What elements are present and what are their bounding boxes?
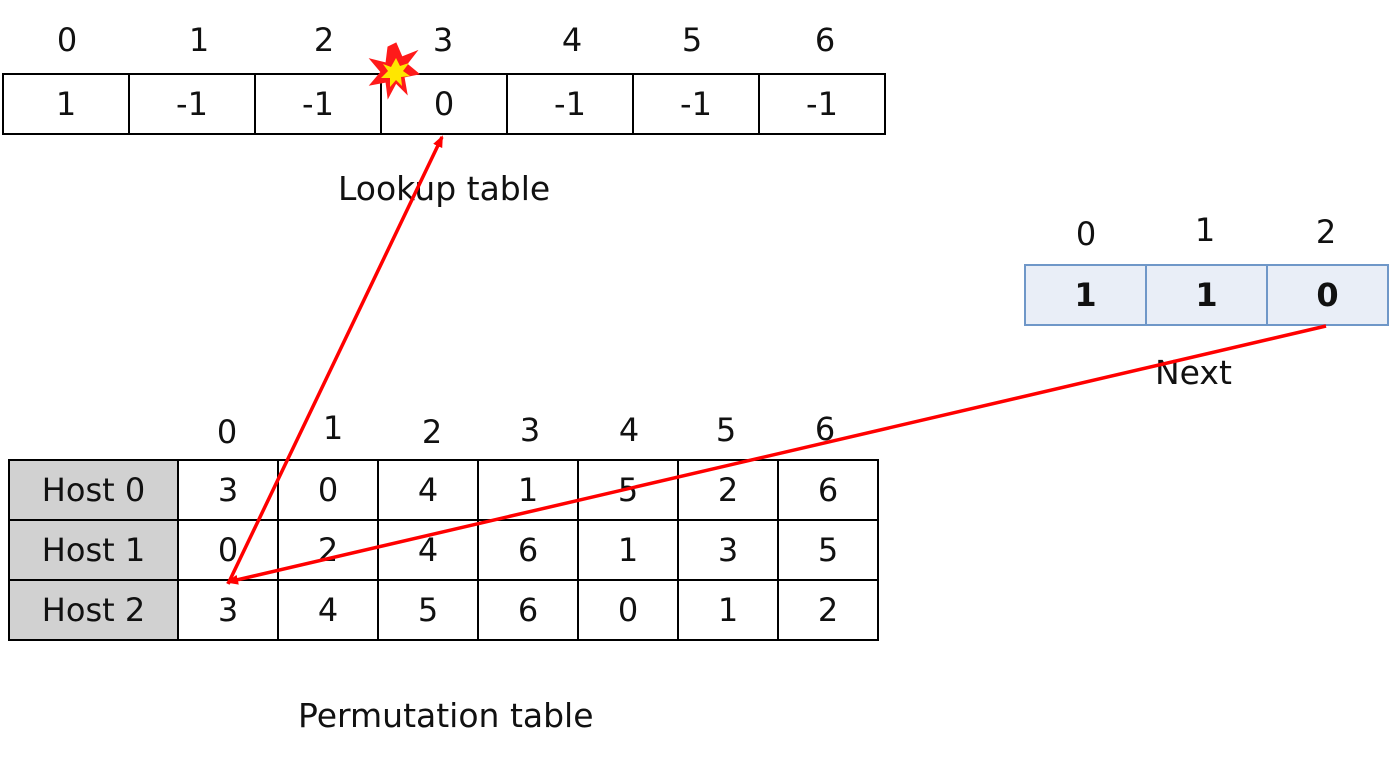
next-index: 1	[1194, 211, 1216, 249]
permutation-row: Host 1 0 2 4 6 1 3 5	[8, 519, 879, 581]
host-label: Host 2	[8, 579, 179, 641]
next-index: 0	[1075, 215, 1097, 253]
lookup-table-caption: Lookup table	[338, 169, 551, 208]
permutation-cell: 6	[777, 459, 879, 521]
arrow-permutation-to-lookup	[226, 135, 444, 585]
permutation-cell: 4	[377, 519, 479, 581]
next-row: 1 1 0	[1024, 264, 1389, 326]
permutation-cell: 1	[577, 519, 679, 581]
lookup-index: 1	[188, 21, 210, 59]
lookup-row: 1 -1 -1 0 -1 -1 -1	[2, 73, 886, 135]
lookup-index: 4	[561, 21, 583, 59]
permutation-table-caption: Permutation table	[298, 696, 594, 735]
permutation-cell: 4	[377, 459, 479, 521]
lookup-cell: -1	[758, 73, 886, 135]
next-array: 1 1 0	[1024, 264, 1389, 326]
permutation-index: 2	[421, 413, 443, 451]
permutation-cell: 0	[177, 519, 279, 581]
permutation-cell: 2	[777, 579, 879, 641]
lookup-index: 5	[681, 21, 703, 59]
permutation-index: 0	[216, 413, 238, 451]
permutation-cell: 3	[677, 519, 779, 581]
permutation-row: Host 2 3 4 5 6 0 1 2	[8, 579, 879, 641]
permutation-cell: 1	[477, 459, 579, 521]
arrow-next-to-permutation	[226, 324, 1327, 585]
permutation-cell: 0	[577, 579, 679, 641]
next-cell: 1	[1024, 264, 1147, 326]
next-cell: 0	[1266, 264, 1389, 326]
lookup-cell: 1	[2, 73, 130, 135]
next-cell: 1	[1145, 264, 1268, 326]
lookup-cell: -1	[128, 73, 256, 135]
explosion-icon	[368, 42, 421, 100]
lookup-cell: -1	[632, 73, 760, 135]
lookup-cell: -1	[254, 73, 382, 135]
permutation-index: 6	[814, 410, 836, 448]
permutation-cell: 6	[477, 519, 579, 581]
permutation-cell: 6	[477, 579, 579, 641]
permutation-index: 4	[618, 411, 640, 449]
permutation-cell: 1	[677, 579, 779, 641]
permutation-table: Host 0 3 0 4 1 5 2 6 Host 1 0 2 4 6 1 3 …	[8, 459, 879, 641]
permutation-cell: 5	[777, 519, 879, 581]
permutation-cell: 5	[377, 579, 479, 641]
permutation-index: 5	[715, 411, 737, 449]
permutation-cell: 2	[677, 459, 779, 521]
lookup-index: 0	[56, 21, 78, 59]
lookup-index: 3	[432, 21, 454, 59]
next-index: 2	[1315, 213, 1337, 251]
lookup-cell: -1	[506, 73, 634, 135]
permutation-index: 3	[519, 411, 541, 449]
lookup-index: 6	[814, 21, 836, 59]
host-label: Host 0	[8, 459, 179, 521]
permutation-cell: 4	[277, 579, 379, 641]
permutation-row: Host 0 3 0 4 1 5 2 6	[8, 459, 879, 521]
host-label: Host 1	[8, 519, 179, 581]
permutation-cell: 0	[277, 459, 379, 521]
permutation-index: 1	[322, 409, 344, 447]
lookup-table: 1 -1 -1 0 -1 -1 -1	[2, 73, 886, 135]
lookup-index: 2	[313, 21, 335, 59]
